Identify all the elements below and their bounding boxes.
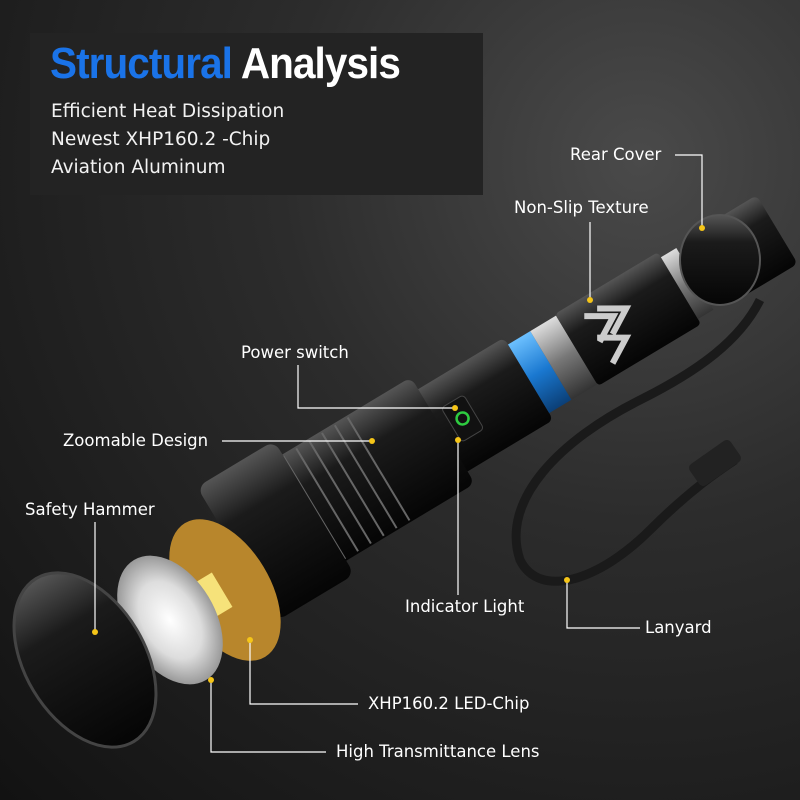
title-part-2: Analysis: [240, 39, 401, 88]
label-lanyard: Lanyard: [645, 618, 712, 637]
lanyard-cord: [511, 297, 765, 586]
safety-hammer-bezel: [12, 571, 158, 749]
indicator-light-icon: [455, 411, 470, 426]
label-zoomable-design: Zoomable Design: [63, 431, 209, 450]
header-panel: Structural Analysis Efficient Heat Dissi…: [30, 33, 483, 195]
callout-dots: [92, 225, 705, 683]
page-title: Structural Analysis: [50, 39, 401, 89]
lanyard-tab: [689, 439, 741, 487]
callout-lines: [94, 154, 703, 753]
label-indicator-light: Indicator Light: [405, 597, 525, 616]
label-non-slip-texture: Non-Slip Texture: [514, 198, 649, 217]
label-safety-hammer: Safety Hammer: [25, 500, 155, 519]
title-part-1: Structural: [50, 39, 233, 88]
feature-3: Aviation Aluminum: [51, 157, 226, 178]
label-power-switch: Power switch: [241, 343, 349, 362]
label-led-chip: XHP160.2 LED-Chip: [368, 694, 530, 713]
feature-1: Efficient Heat Dissipation: [51, 101, 285, 122]
label-rear-cover: Rear Cover: [570, 145, 662, 164]
label-lens: High Transmittance Lens: [336, 742, 540, 761]
rear-cover: [679, 214, 761, 306]
feature-2: Newest XHP160.2 -Chip: [51, 129, 271, 150]
